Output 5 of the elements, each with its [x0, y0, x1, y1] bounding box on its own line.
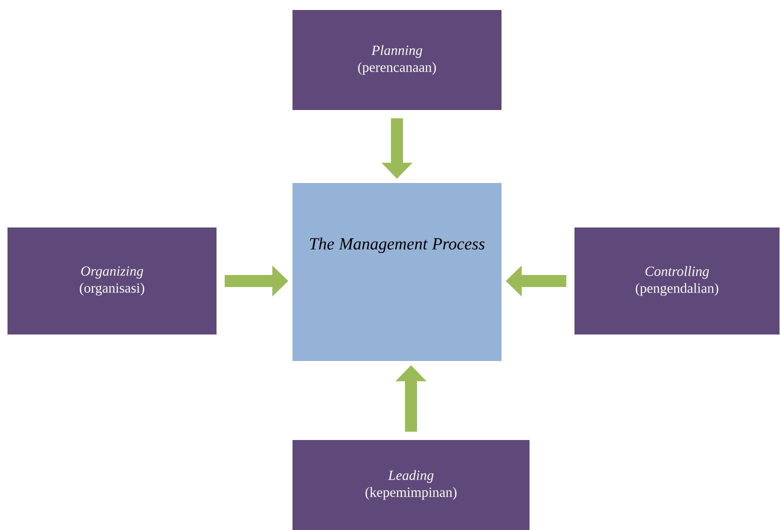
process-box: The Management Process — [292, 183, 502, 361]
function-box: Organizing (organisasi) — [8, 228, 216, 334]
function-box: Leading (kepemimpinan) — [292, 440, 530, 530]
function-box: Planning (perencanaan) — [292, 10, 502, 110]
function-box: Controlling (pengendalian) — [574, 228, 780, 334]
